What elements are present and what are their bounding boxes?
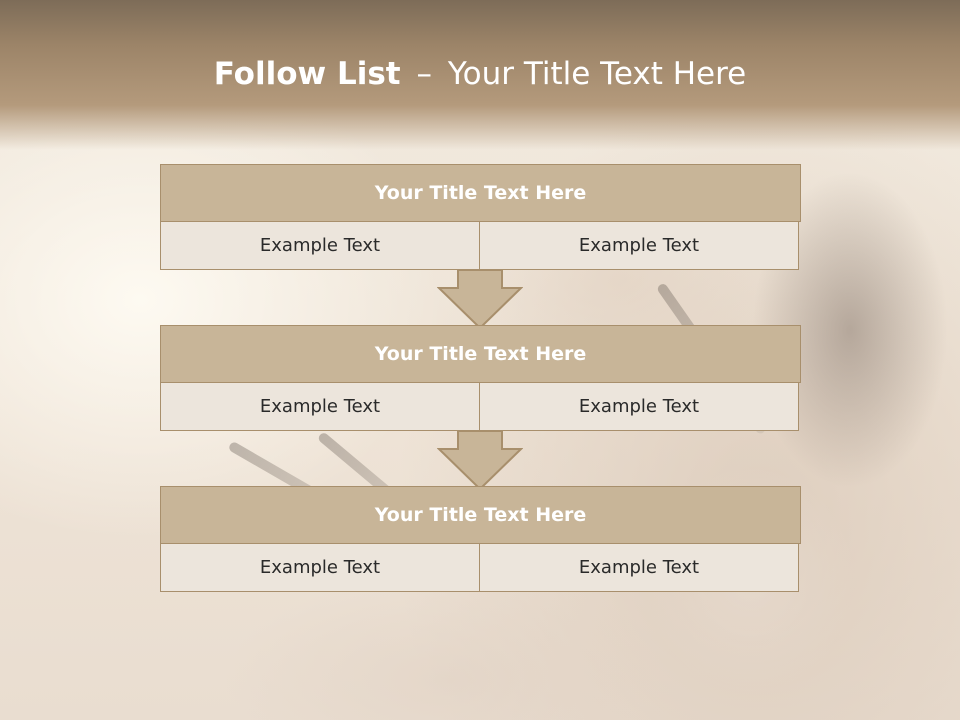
flow-box-cell: Example Text (160, 544, 479, 592)
flow-box-cell: Example Text (479, 383, 799, 431)
flow-box-1: Your Title Text Here Example Text Exampl… (160, 164, 801, 270)
down-arrow-icon (437, 431, 523, 491)
flow-box-cell: Example Text (160, 222, 479, 270)
flow-box-cells: Example Text Example Text (160, 222, 801, 270)
flow-box-cells: Example Text Example Text (160, 383, 801, 431)
slide-title: Follow List – Your Title Text Here (0, 56, 960, 92)
slide-title-separator: – (416, 56, 432, 92)
flow-box-title: Your Title Text Here (160, 486, 801, 544)
header-band (0, 0, 960, 150)
slide-title-bold: Follow List (213, 56, 401, 92)
flow-box-cell: Example Text (479, 222, 799, 270)
flow-box-title: Your Title Text Here (160, 325, 801, 383)
slide-title-rest: Your Title Text Here (447, 56, 747, 92)
flow-box-3: Your Title Text Here Example Text Exampl… (160, 486, 801, 592)
down-arrow-icon (437, 270, 523, 330)
flow-box-2: Your Title Text Here Example Text Exampl… (160, 325, 801, 431)
flow-box-cell: Example Text (479, 544, 799, 592)
flow-box-cells: Example Text Example Text (160, 544, 801, 592)
flow-box-title: Your Title Text Here (160, 164, 801, 222)
flow-box-cell: Example Text (160, 383, 479, 431)
